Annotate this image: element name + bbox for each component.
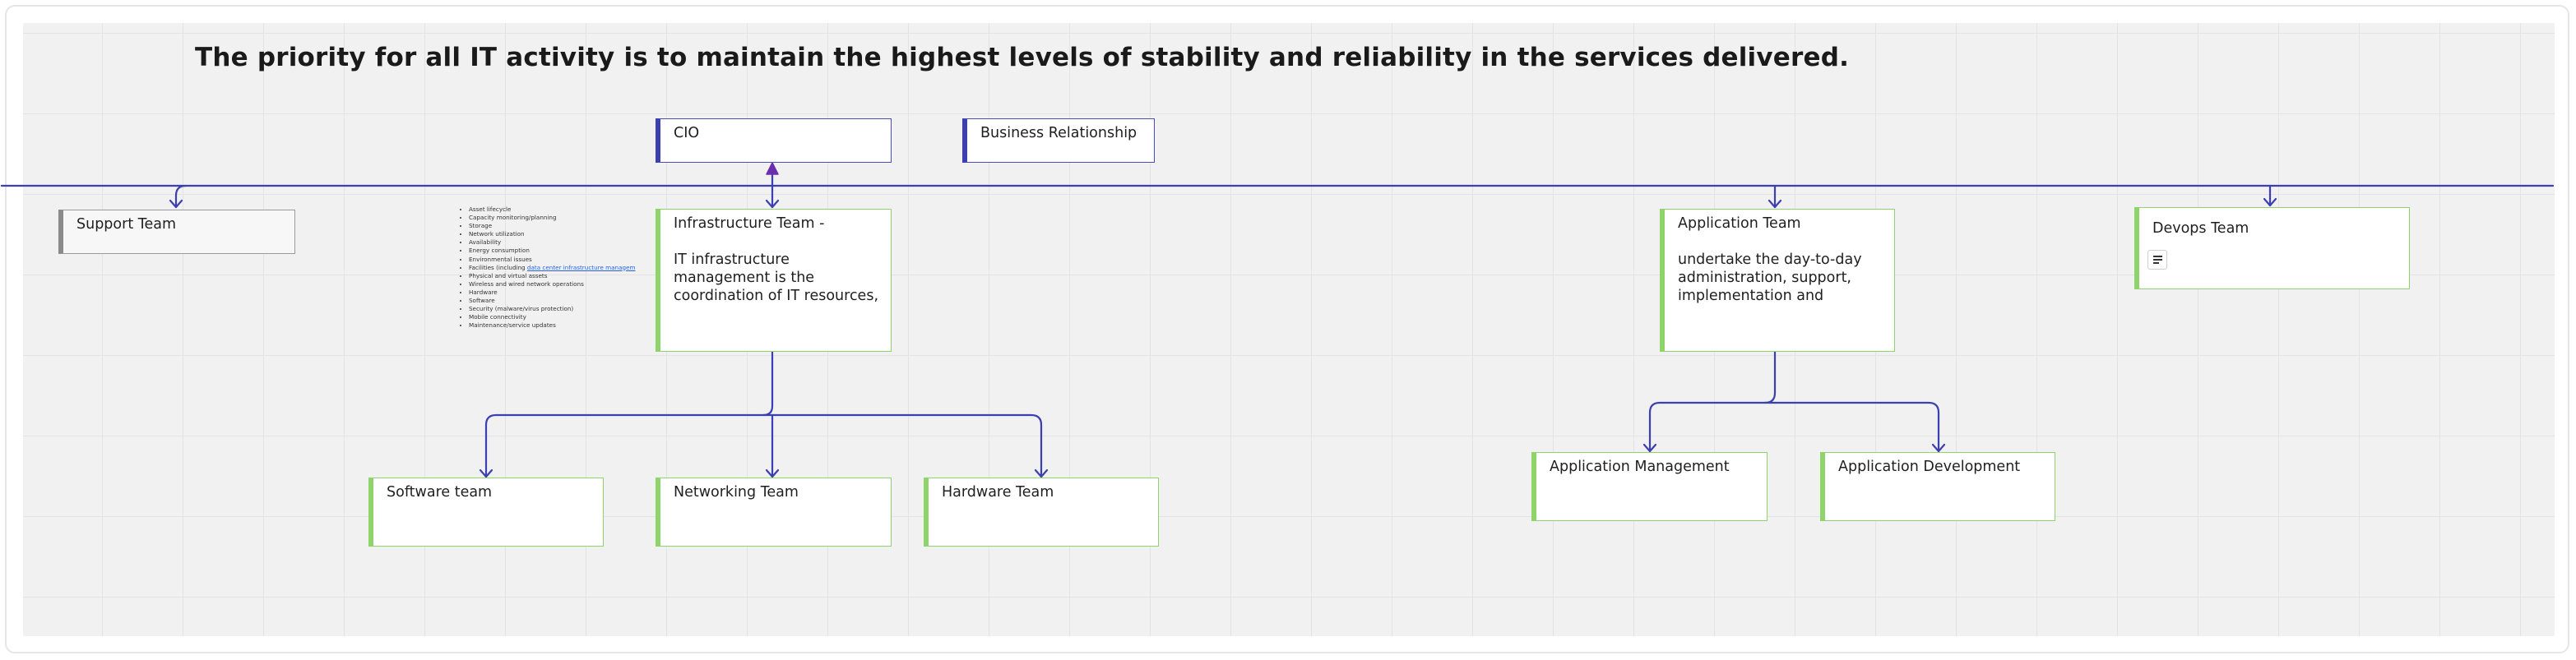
list-item: Mobile connectivity bbox=[469, 313, 636, 321]
infrastructure-team-description: IT infrastructure management is the coor… bbox=[674, 252, 879, 304]
infrastructure-team-title: Infrastructure Team - bbox=[674, 215, 825, 232]
list-item: Capacity monitoring/planning bbox=[469, 214, 636, 222]
application-team-title: Application Team bbox=[1678, 215, 1801, 232]
infrastructure-notes-list: Asset lifecycle Capacity monitoring/plan… bbox=[461, 205, 636, 330]
devops-team-card[interactable]: Devops Team bbox=[2134, 207, 2410, 289]
list-item: Network utilization bbox=[469, 230, 636, 238]
headline: The priority for all IT activity is to m… bbox=[195, 43, 1850, 72]
support-team-title: Support Team bbox=[76, 216, 176, 233]
hardware-team-card[interactable]: Hardware Team bbox=[924, 478, 1159, 547]
list-item: Storage bbox=[469, 222, 636, 230]
application-team-description: undertake the day-to-day administration,… bbox=[1678, 252, 1862, 304]
application-development-title: Application Development bbox=[1838, 459, 2021, 475]
support-team-card[interactable]: Support Team bbox=[58, 210, 295, 254]
application-management-card[interactable]: Application Management bbox=[1531, 452, 1768, 521]
software-team-title: Software team bbox=[387, 484, 493, 501]
list-item: Hardware bbox=[469, 288, 636, 297]
list-item: Security (malware/virus protection) bbox=[469, 305, 636, 313]
devops-team-title: Devops Team bbox=[2152, 220, 2249, 237]
business-relationship-card[interactable]: Business Relationship bbox=[962, 118, 1155, 163]
document-icon[interactable] bbox=[2147, 250, 2167, 270]
cio-card[interactable]: CIO bbox=[656, 118, 892, 163]
business-relationship-label: Business Relationship bbox=[980, 125, 1137, 141]
networking-team-card[interactable]: Networking Team bbox=[656, 478, 892, 547]
list-item: Environmental issues bbox=[469, 256, 636, 264]
facilities-link[interactable]: data center infrastructure managem bbox=[526, 263, 636, 271]
list-item: Physical and virtual assets bbox=[469, 272, 636, 280]
application-development-card[interactable]: Application Development bbox=[1820, 452, 2055, 521]
hardware-team-title: Hardware Team bbox=[942, 484, 1054, 501]
facilities-text: Facilities (including bbox=[469, 263, 527, 271]
list-item: Software bbox=[469, 297, 636, 305]
list-item: Energy consumption bbox=[469, 247, 636, 255]
list-item: Wireless and wired network operations bbox=[469, 280, 636, 288]
cio-label: CIO bbox=[674, 125, 700, 141]
list-item-facilities: Facilities (including data center infras… bbox=[469, 264, 636, 272]
application-team-card[interactable]: Application Team undertake the day-to-da… bbox=[1660, 209, 1895, 352]
software-team-card[interactable]: Software team bbox=[368, 478, 604, 547]
list-item: Asset lifecycle bbox=[469, 205, 636, 214]
application-management-title: Application Management bbox=[1550, 459, 1730, 475]
infrastructure-team-card[interactable]: Infrastructure Team - IT infrastructure … bbox=[656, 209, 892, 352]
networking-team-title: Networking Team bbox=[674, 484, 799, 501]
list-item: Availability bbox=[469, 238, 636, 247]
list-item: Maintenance/service updates bbox=[469, 321, 636, 330]
